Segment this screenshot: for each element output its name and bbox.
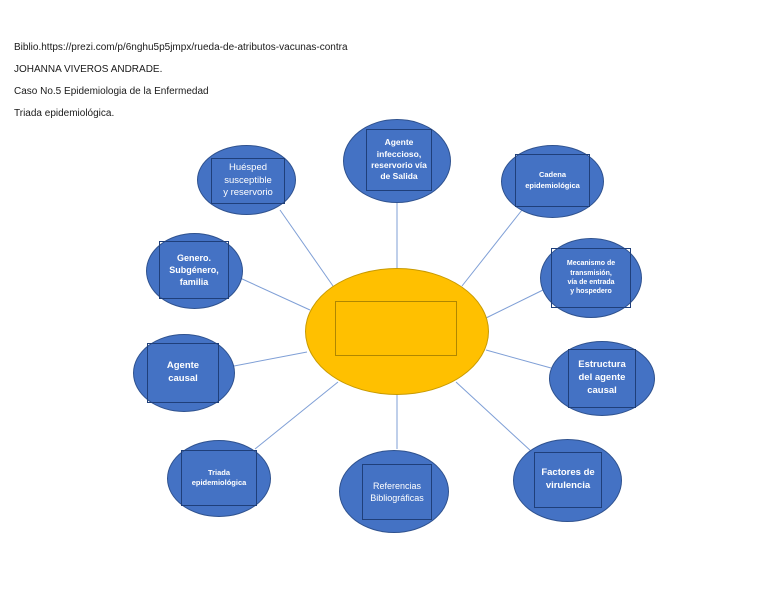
case-line: Caso No.5 Epidemiologia de la Enfermedad [14,86,209,97]
node-factores: Factores de virulencia [513,439,622,522]
connector-factores [455,381,533,453]
node-estructura-label: Estructura del agente causal [568,349,636,408]
connector-mecanismo [485,289,544,319]
connector-huesped [279,209,334,287]
node-genero: Genero. Subgénero, familia [146,233,243,309]
center-text-box [335,301,457,356]
connector-cadena [461,209,523,287]
node-factores-label: Factores de virulencia [534,452,602,508]
node-agente-infeccioso: Agente infeccioso, reservorio vía de Sal… [343,119,451,203]
node-agente-causal: Agente causal [133,334,235,412]
node-referencias-label: Referencias Bibliográficas [362,464,432,520]
node-huesped: Huésped susceptible y reservorio [197,145,296,215]
node-referencias: Referencias Bibliográficas [339,450,449,533]
node-triada-label: Triada epidemiológica [181,450,257,506]
connector-agente-causal [233,351,308,367]
topic-line: Triada epidemiológica. [14,108,115,119]
node-mecanismo: Mecanismo de transmisión, vía de entrada… [540,238,642,318]
node-agente-causal-label: Agente causal [147,343,219,403]
node-genero-label: Genero. Subgénero, familia [159,241,229,299]
node-estructura: Estructura del agente causal [549,341,655,416]
bibliography-line: Biblio.https://prezi.com/p/6nghu5p5jmpx/… [14,42,348,53]
author-line: JOHANNA VIVEROS ANDRADE. [14,64,163,75]
connector-estructura [485,349,552,369]
node-mecanismo-label: Mecanismo de transmisión, vía de entrada… [551,248,631,308]
connector-genero [239,277,311,311]
node-huesped-label: Huésped susceptible y reservorio [211,158,285,204]
node-triada: Triada epidemiológica [167,440,271,517]
connector-triada [254,381,339,450]
node-cadena-label: Cadena epidemiológica [515,154,590,207]
node-agente-infeccioso-label: Agente infeccioso, reservorio vía de Sal… [366,129,432,191]
center-ellipse [305,268,489,395]
node-cadena: Cadena epidemiológica [501,145,604,218]
